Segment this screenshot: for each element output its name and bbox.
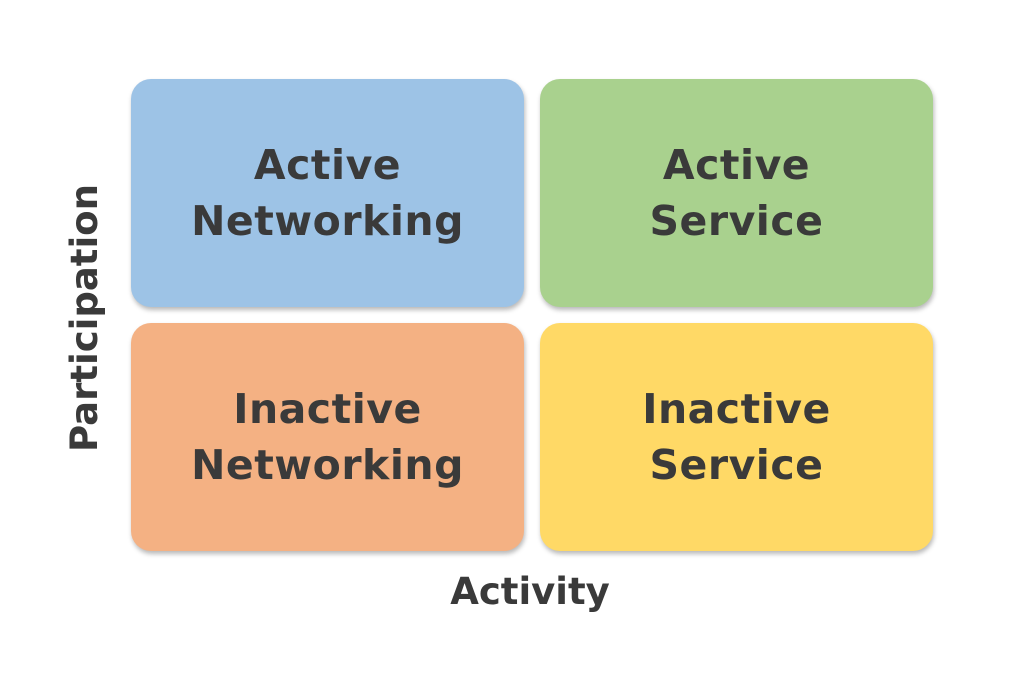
- quadrant-label-line2: Service: [649, 197, 824, 245]
- x-axis-label: Activity: [450, 570, 610, 613]
- quadrant-label-line1: Active: [662, 141, 811, 189]
- quadrant-label-line2: Networking: [191, 197, 464, 245]
- quadrant-label-line2: Service: [649, 441, 824, 489]
- quadrant-label-line1: Active: [253, 141, 402, 189]
- y-axis-label: Participation: [63, 184, 106, 452]
- quadrant-inactive-networking: Inactive Networking: [131, 323, 524, 551]
- quadrant-label-line1: Inactive: [233, 385, 422, 433]
- quadrant-label-line1: Inactive: [642, 385, 831, 433]
- quadrant-active-service: Active Service: [540, 79, 933, 307]
- quadrant-active-networking: Active Networking: [131, 79, 524, 307]
- quadrant-inactive-service: Inactive Service: [540, 323, 933, 551]
- quadrant-label-line2: Networking: [191, 441, 464, 489]
